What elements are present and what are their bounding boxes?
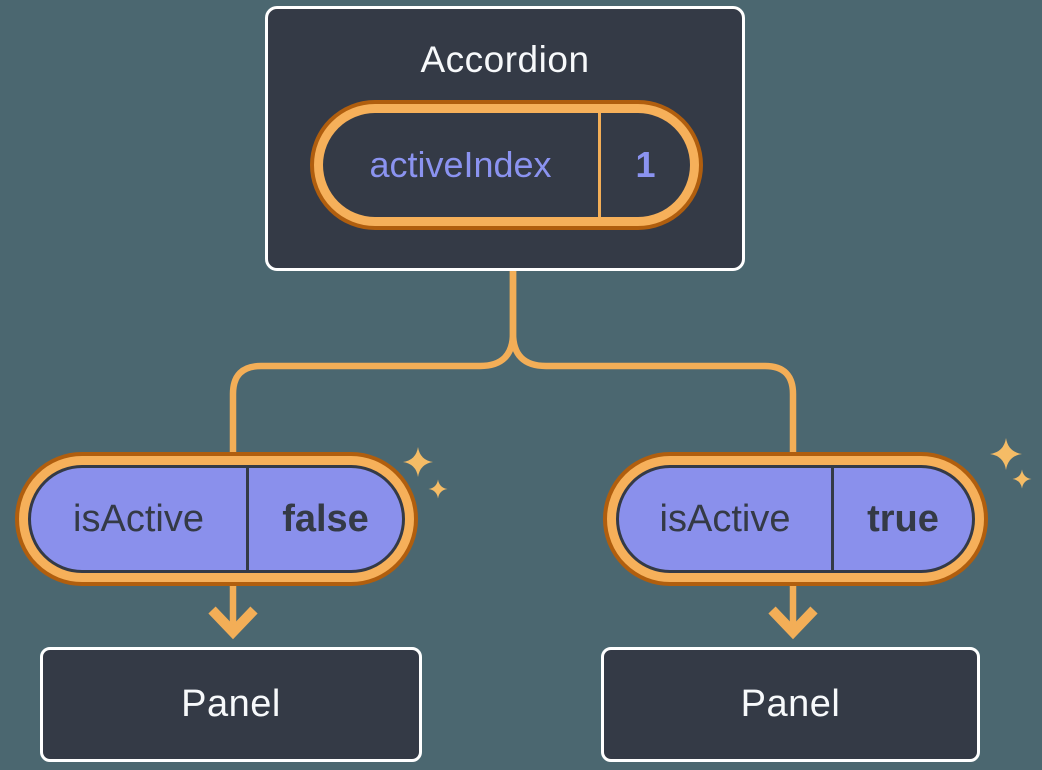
connector-left-branch bbox=[229, 269, 517, 452]
prop-value-label: false bbox=[282, 497, 369, 540]
down-arrow-left-icon bbox=[208, 586, 258, 640]
state-name-label: activeIndex bbox=[369, 144, 552, 185]
connector-right-branch bbox=[509, 269, 797, 452]
prop-pill-left: isActive false bbox=[15, 452, 418, 586]
panel-box-left: Panel bbox=[40, 647, 422, 762]
state-pill-activeindex: activeIndex 1 bbox=[310, 100, 703, 230]
component-title: Accordion bbox=[420, 39, 590, 80]
state-value-label: 1 bbox=[635, 144, 656, 185]
pill-divider bbox=[598, 113, 601, 217]
prop-pill-core: isActive true bbox=[616, 465, 975, 573]
prop-name-label: isActive bbox=[73, 497, 204, 540]
prop-pill-right: isActive true bbox=[603, 452, 988, 586]
sparkle-icon bbox=[990, 438, 1032, 489]
panel-box-right: Panel bbox=[601, 647, 980, 762]
down-arrow-right-icon bbox=[768, 586, 818, 640]
prop-pill-core: isActive false bbox=[28, 465, 405, 573]
prop-value-label: true bbox=[867, 497, 939, 540]
pill-divider bbox=[246, 468, 249, 570]
pill-divider bbox=[831, 468, 834, 570]
state-pill-core: activeIndex 1 bbox=[323, 113, 690, 217]
prop-name-label: isActive bbox=[659, 497, 791, 540]
